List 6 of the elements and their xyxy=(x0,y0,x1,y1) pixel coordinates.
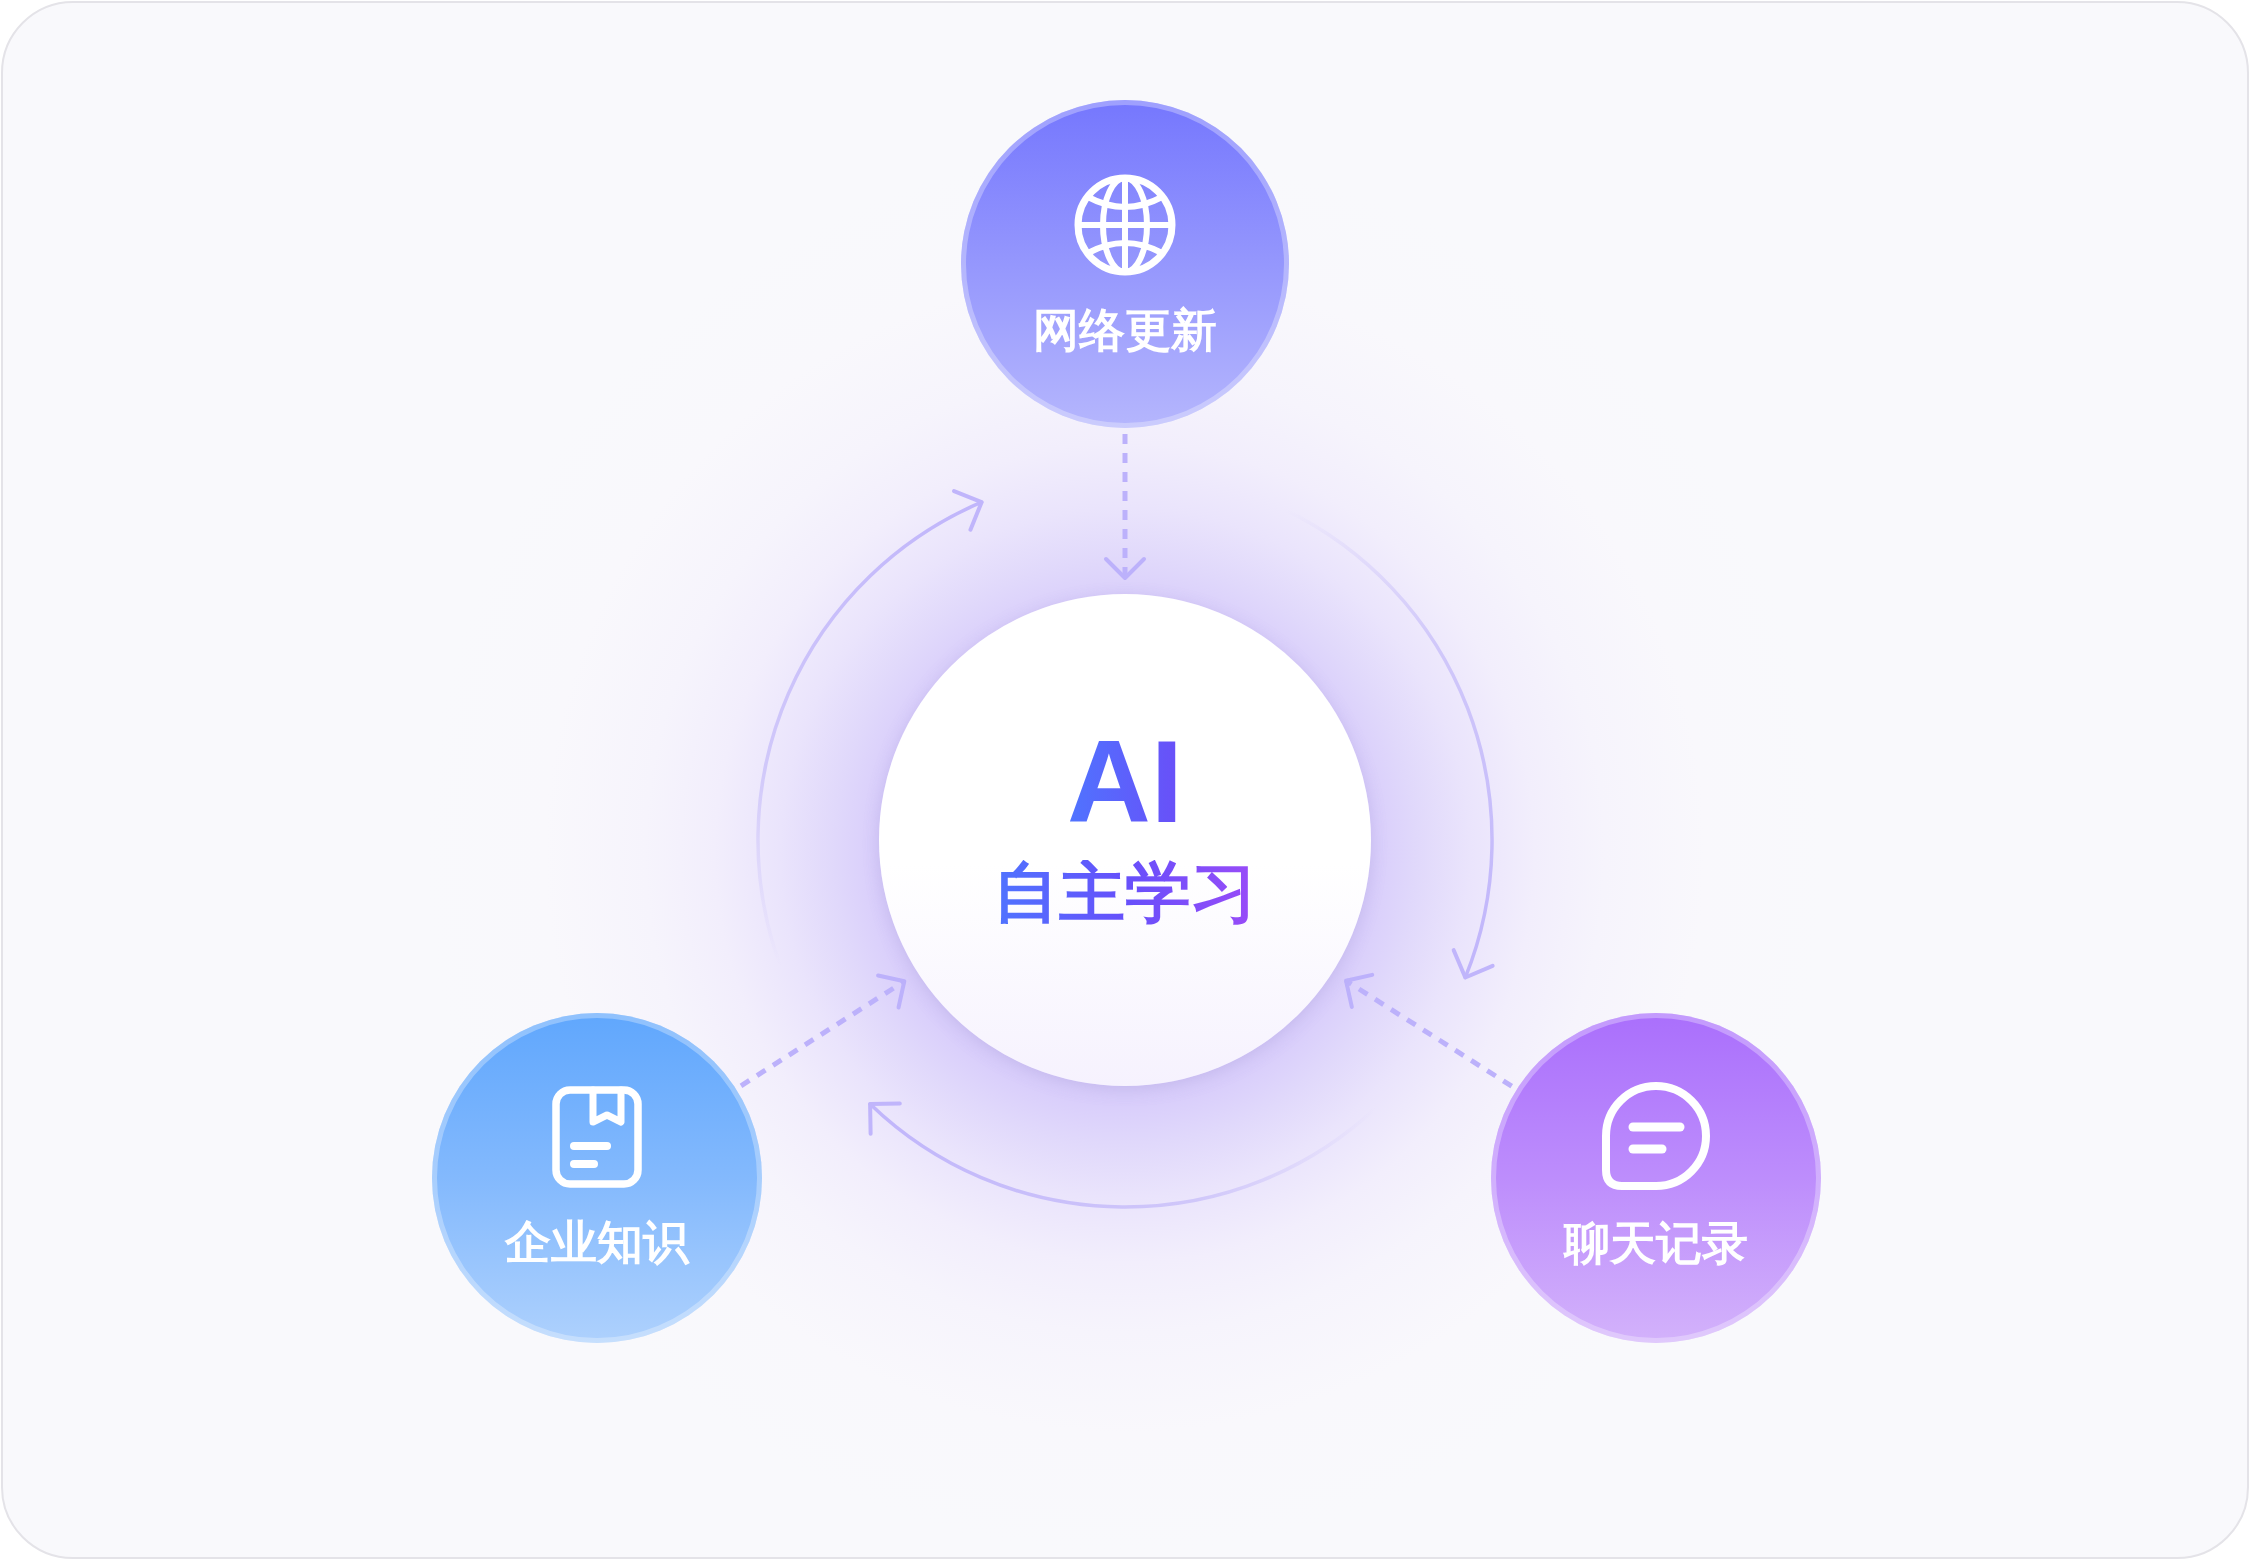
circle-label: 企业知识 xyxy=(505,1219,689,1265)
dashed-arrow xyxy=(1344,972,1514,1089)
dashed-arrow xyxy=(739,973,907,1088)
circle-label: 聊天记录 xyxy=(1564,1220,1748,1266)
dashed-arrow xyxy=(1104,434,1146,580)
circle-label: 网络更新 xyxy=(1033,307,1217,353)
